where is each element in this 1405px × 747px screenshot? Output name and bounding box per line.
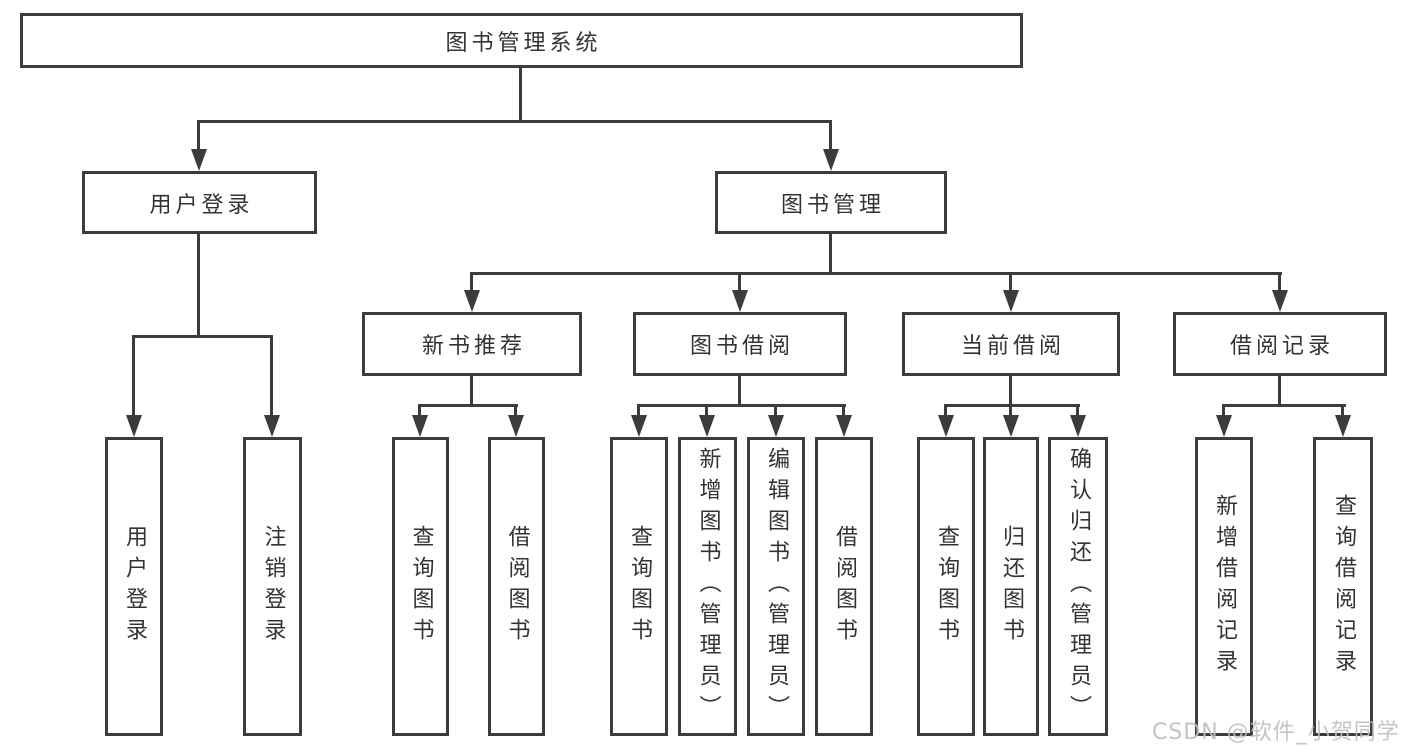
arrowhead-br-add — [1216, 415, 1232, 437]
connector-drop-bb-borrow — [842, 404, 845, 417]
connector-drop-cb-return — [1009, 404, 1012, 417]
arrowhead-nb-search — [412, 415, 428, 437]
connector-drop-nb-search — [418, 404, 421, 417]
node-book-management: 图书管理 — [715, 171, 947, 234]
connector-level1-split — [197, 120, 832, 123]
connector-user-login-split — [132, 335, 273, 338]
arrowhead-book-mgmt — [823, 149, 839, 171]
arrowhead-new-books — [464, 290, 480, 312]
connector-drop-user-login — [197, 120, 200, 151]
arrowhead-cb-confirm — [1070, 415, 1086, 437]
connector-current-borrow-split — [944, 404, 1080, 407]
connector-book-mgmt-stem — [829, 232, 832, 274]
connector-book-borrow-stem — [738, 374, 741, 405]
node-new-book-recommend: 新书推荐 — [362, 312, 582, 376]
node-book-borrow: 图书借阅 — [633, 312, 847, 376]
arrowhead-user-login — [191, 149, 207, 171]
arrowhead-bb-search — [631, 415, 647, 437]
leaf-bb-search-books: 查询图书 — [610, 437, 668, 736]
leaf-br-search-record: 查询借阅记录 — [1313, 437, 1373, 736]
connector-drop-cb-confirm — [1076, 404, 1079, 417]
connector-drop-book-mgmt — [829, 120, 832, 151]
connector-drop-new-books — [470, 272, 473, 292]
connector-drop-leaf-login — [132, 335, 135, 417]
node-user-login: 用户登录 — [82, 171, 317, 234]
leaf-bb-edit-books-admin: 编辑图书（管理员） — [747, 437, 805, 736]
leaf-cb-confirm-return-admin: 确认归还（管理员） — [1048, 437, 1108, 736]
arrowhead-nb-borrow — [508, 415, 524, 437]
leaf-nb-borrow-books: 借阅图书 — [488, 437, 545, 736]
csdn-watermark: CSDN @软件_小贺同学 — [1152, 720, 1400, 745]
arrowhead-bb-borrow — [836, 415, 852, 437]
leaf-user-login: 用户登录 — [105, 437, 163, 736]
connector-book-borrow-split — [637, 404, 846, 407]
arrowhead-bb-add — [699, 415, 715, 437]
connector-current-borrow-stem — [1009, 374, 1012, 405]
connector-user-login-stem — [197, 232, 200, 336]
arrowhead-bb-edit — [768, 415, 784, 437]
arrowhead-cb-search — [938, 415, 954, 437]
leaf-logout: 注销登录 — [243, 437, 302, 736]
arrowhead-book-borrow — [732, 290, 748, 312]
connector-drop-nb-borrow — [514, 404, 517, 417]
connector-borrow-records-stem — [1278, 374, 1281, 405]
arrowhead-borrow-records — [1272, 290, 1288, 312]
connector-drop-current-borrow — [1009, 272, 1012, 292]
connector-drop-bb-search — [637, 404, 640, 417]
connector-drop-book-borrow — [738, 272, 741, 292]
connector-borrow-records-split — [1222, 404, 1346, 407]
leaf-br-add-record: 新增借阅记录 — [1195, 437, 1253, 736]
connector-drop-br-search — [1341, 404, 1344, 417]
connector-drop-cb-search — [944, 404, 947, 417]
connector-new-books-stem — [470, 374, 473, 405]
connector-drop-bb-edit — [774, 404, 777, 417]
leaf-bb-borrow-books: 借阅图书 — [815, 437, 873, 736]
connector-drop-borrow-records — [1278, 272, 1281, 292]
connector-drop-leaf-logout — [270, 335, 273, 417]
leaf-nb-search-books: 查询图书 — [392, 437, 449, 736]
connector-root-stem — [519, 66, 522, 122]
arrowhead-leaf-login — [126, 415, 142, 437]
connector-drop-br-add — [1222, 404, 1225, 417]
arrowhead-br-search — [1335, 415, 1351, 437]
connector-level3-split — [470, 272, 1282, 275]
arrowhead-cb-return — [1003, 415, 1019, 437]
arrowhead-leaf-logout — [264, 415, 280, 437]
node-current-borrow: 当前借阅 — [902, 312, 1120, 376]
connector-new-books-split — [418, 404, 518, 407]
connector-drop-bb-add — [705, 404, 708, 417]
arrowhead-current-borrow — [1003, 290, 1019, 312]
leaf-cb-return-books: 归还图书 — [983, 437, 1039, 736]
leaf-bb-add-books-admin: 新增图书（管理员） — [678, 437, 737, 736]
node-library-system: 图书管理系统 — [20, 13, 1023, 68]
node-borrow-records: 借阅记录 — [1173, 312, 1387, 376]
leaf-cb-search-books: 查询图书 — [917, 437, 975, 736]
